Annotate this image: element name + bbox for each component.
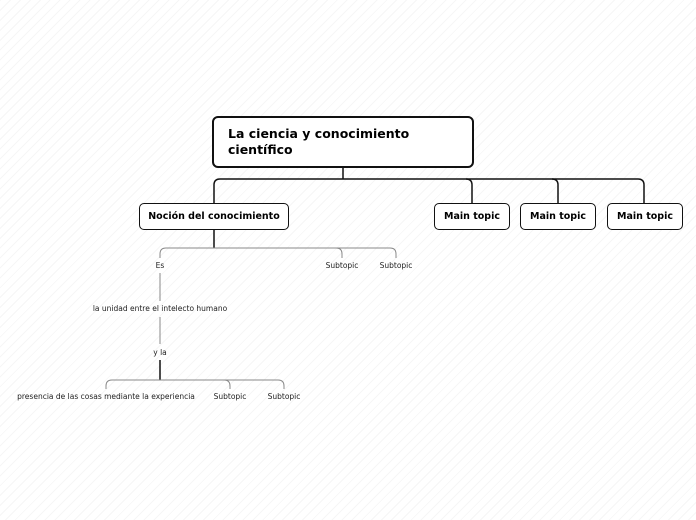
connector-to-main-topic-3 bbox=[551, 178, 559, 203]
main-topic-3[interactable]: Main topic bbox=[520, 203, 596, 230]
connector-to-subtopic-b bbox=[389, 247, 397, 258]
central-topic-label: La ciencia y conocimiento científico bbox=[228, 126, 410, 157]
main-topic-4-label: Main topic bbox=[617, 211, 673, 222]
subtopic-d[interactable]: Subtopic bbox=[267, 392, 301, 401]
subtopic-unidad[interactable]: la unidad entre el intelecto humano bbox=[92, 304, 228, 313]
subtopic-es[interactable]: Es bbox=[155, 261, 165, 270]
subtopic-c[interactable]: Subtopic bbox=[213, 392, 247, 401]
connector-to-es bbox=[159, 247, 167, 258]
subtopic-a[interactable]: Subtopic bbox=[325, 261, 359, 270]
subtopic-b[interactable]: Subtopic bbox=[379, 261, 413, 270]
main-topic-nocion[interactable]: Noción del conocimiento bbox=[139, 203, 289, 230]
connector-to-subtopic-d bbox=[277, 379, 285, 389]
subtopic-y-la[interactable]: y la bbox=[153, 348, 167, 357]
main-topic-4[interactable]: Main topic bbox=[607, 203, 683, 230]
connector-to-subtopic-c bbox=[223, 379, 231, 389]
central-topic[interactable]: La ciencia y conocimiento científico bbox=[212, 116, 474, 168]
connector-to-nocion bbox=[213, 178, 221, 203]
main-topic-3-label: Main topic bbox=[530, 211, 586, 222]
connector-to-subtopic-a bbox=[335, 247, 343, 258]
subtopic-presencia[interactable]: presencia de las cosas mediante la exper… bbox=[17, 392, 195, 401]
main-topic-nocion-label: Noción del conocimiento bbox=[148, 211, 280, 222]
connector-to-main-topic-4 bbox=[637, 178, 645, 203]
connector-to-presencia bbox=[105, 379, 113, 389]
main-topic-2[interactable]: Main topic bbox=[434, 203, 510, 230]
main-topic-2-label: Main topic bbox=[444, 211, 500, 222]
connector-to-main-topic-2 bbox=[465, 178, 473, 203]
